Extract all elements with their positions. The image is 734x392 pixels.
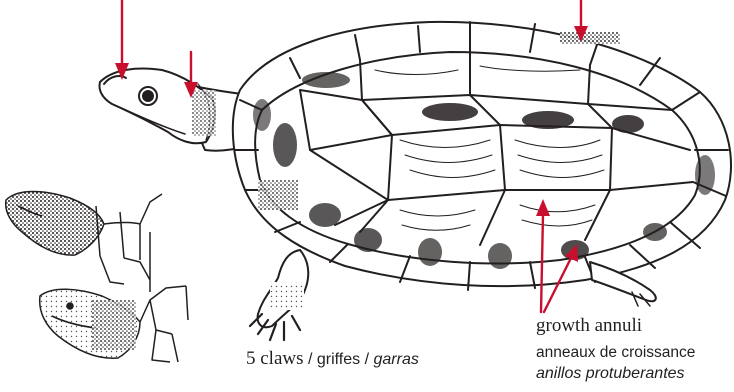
head-sketch-top: [6, 192, 162, 293]
arrow-down-icon: [115, 0, 129, 80]
turtle-illustration: [100, 22, 732, 340]
claws-label-fr: griffes: [317, 351, 360, 368]
claws-label-sep: /: [360, 351, 373, 368]
claws-label-es: garras: [373, 351, 418, 368]
annuli-label-es: anillos protuberantes: [536, 366, 685, 382]
claws-label-sep: /: [304, 351, 317, 368]
head-sketch-bottom: [40, 286, 188, 362]
claws-label: 5 claws / griffes / garras: [246, 349, 419, 368]
annuli-label-fr: anneaux de croissance: [536, 345, 695, 361]
claws-label-main: 5 claws: [246, 348, 304, 369]
annuli-label-main: growth annuli: [536, 316, 642, 335]
